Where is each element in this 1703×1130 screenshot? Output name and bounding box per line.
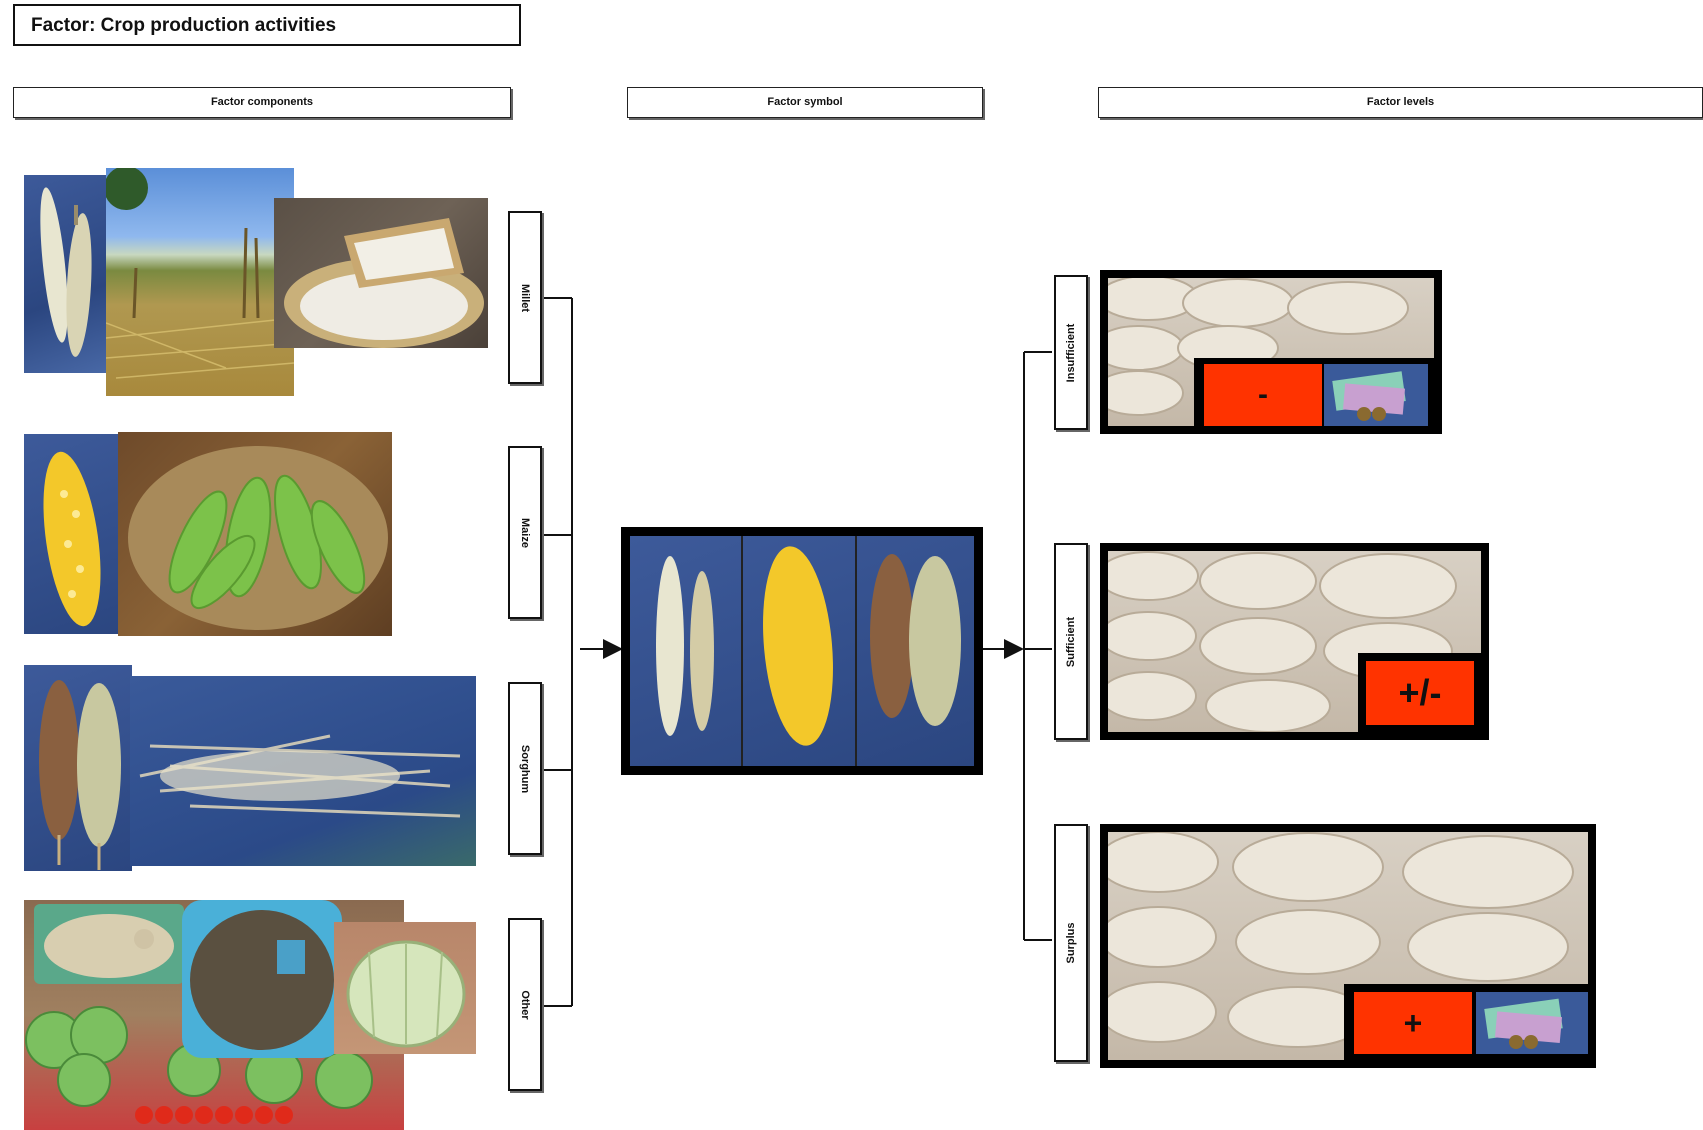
millet-flour-photo [274,198,488,348]
level-label-insufficient: Insufficient [1054,275,1088,430]
level-insufficient-symbol: - [1204,364,1322,426]
component-label-millet: Millet [508,211,542,384]
maize-basket-photo [118,432,392,636]
money-icon [1324,364,1428,426]
other-pumpkin-photo [334,922,476,1054]
other-seeds-basin-photo [182,900,342,1058]
level-surplus-image: + [1100,824,1596,1068]
level-label-surplus: Surplus [1054,824,1088,1062]
millet-field-photo [106,168,294,396]
component-label-sorghum: Sorghum [508,682,542,855]
level-sufficient-symbol: +/- [1366,661,1474,725]
other-grain-bowl-photo [34,904,184,984]
level-surplus-symbol: + [1354,992,1472,1054]
component-label-other: Other [508,918,542,1091]
level-sufficient-image: +/- [1100,543,1489,740]
level-insufficient-image: - [1100,270,1442,434]
sorghum-heads-photo [24,665,132,871]
sorghum-threshing-photo [130,676,476,866]
factor-symbol-image [621,527,983,775]
maize-cob-photo [24,434,122,634]
component-label-maize: Maize [508,446,542,619]
level-label-sufficient: Sufficient [1054,543,1088,740]
money-icon [1476,992,1588,1054]
